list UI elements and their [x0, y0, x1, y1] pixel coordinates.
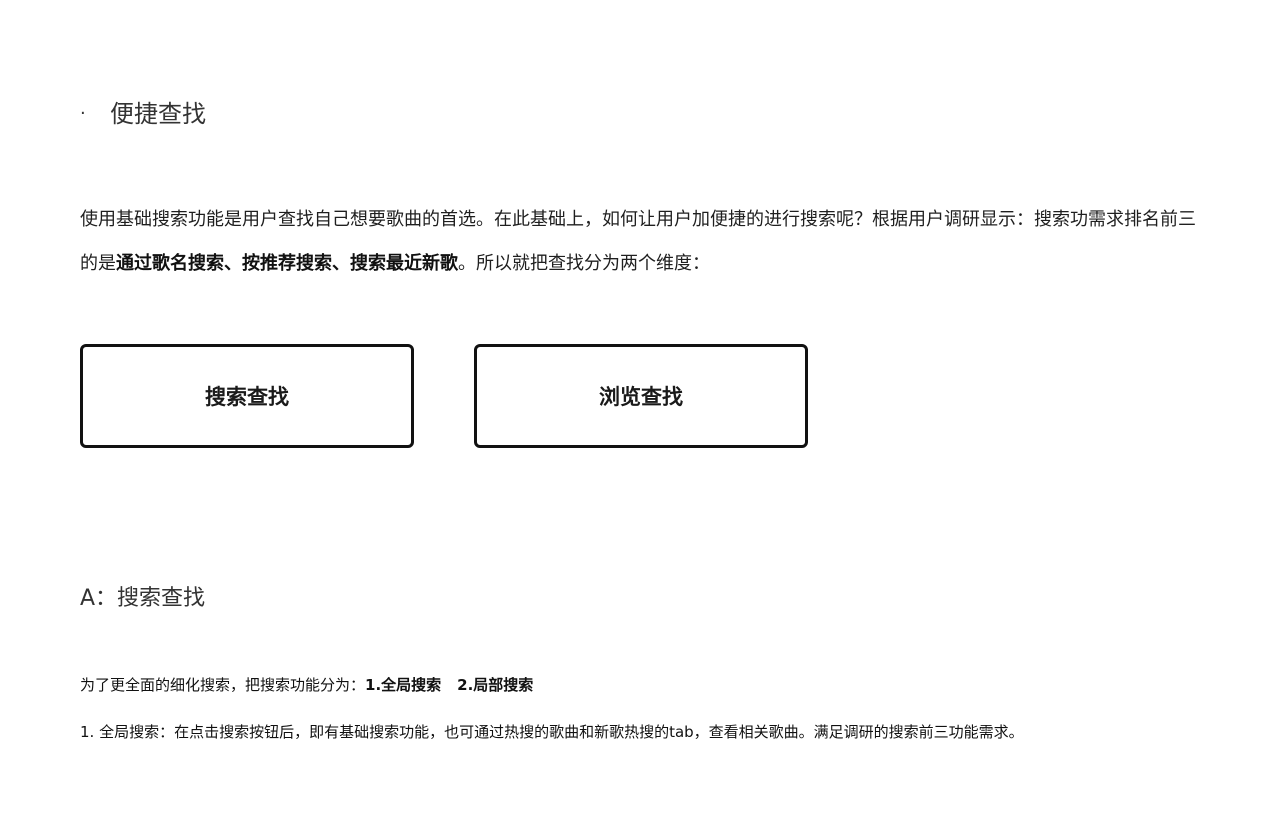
intro-text-part1: 使用基础搜索功能是用户查找自己想要歌曲的首选。在此基础上，如何让用户加便捷的进行…	[80, 209, 1196, 274]
intro-highlight: 通过歌名搜索、按推荐搜索、搜索最近新歌	[116, 253, 458, 274]
intro-text-part2: 。所以就把查找分为两个维度：	[458, 253, 710, 274]
global-search-description: 1. 全局搜索：在点击搜索按钮后，即有基础搜索功能，也可通过热搜的歌曲和新歌热搜…	[80, 723, 1024, 741]
section-title: 便捷查找	[110, 100, 206, 128]
search-types-line: 为了更全面的细化搜索，把搜索功能分为：1.全局搜索 2.局部搜索	[80, 674, 533, 696]
global-search-label: 1.全局搜索	[365, 676, 442, 694]
local-search-label: 2.局部搜索	[457, 676, 534, 694]
section-heading: · 便捷查找	[80, 97, 206, 131]
browse-find-label: 浏览查找	[599, 385, 683, 409]
intro-paragraph: 使用基础搜索功能是用户查找自己想要歌曲的首选。在此基础上，如何让用户加便捷的进行…	[80, 198, 1210, 286]
bullet-icon: ·	[80, 103, 86, 124]
search-find-box: 搜索查找	[80, 344, 414, 448]
subsection-title: A：搜索查找	[80, 586, 206, 611]
browse-find-box: 浏览查找	[474, 344, 808, 448]
search-types-prefix: 为了更全面的细化搜索，把搜索功能分为：	[80, 676, 366, 694]
search-find-label: 搜索查找	[205, 385, 289, 409]
